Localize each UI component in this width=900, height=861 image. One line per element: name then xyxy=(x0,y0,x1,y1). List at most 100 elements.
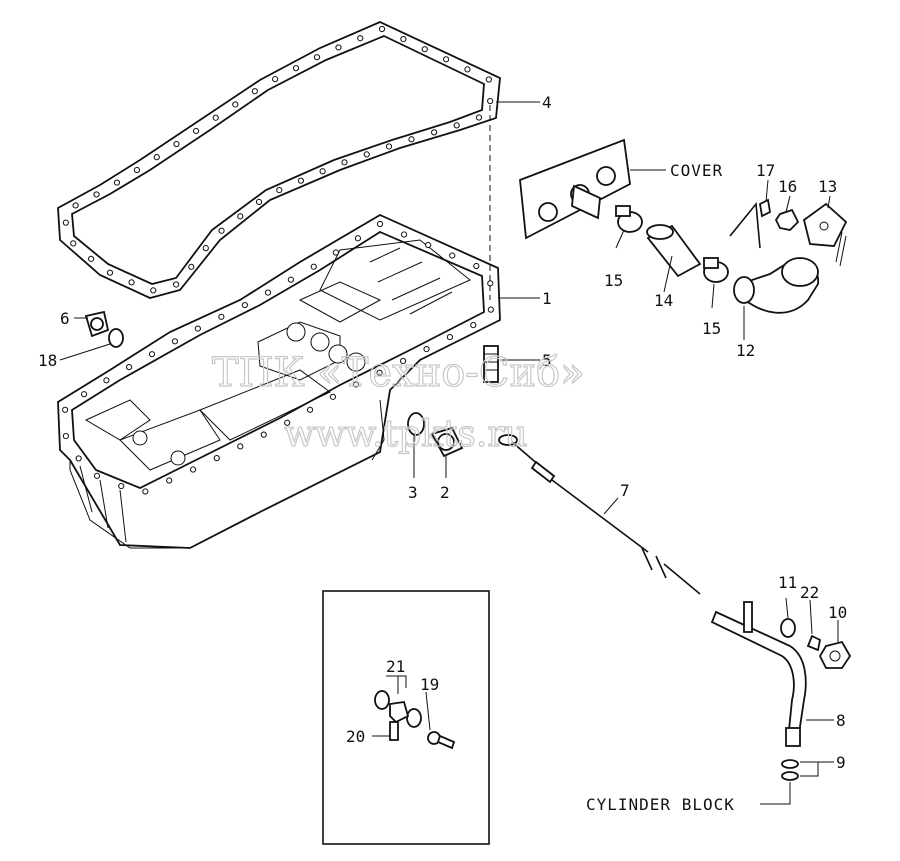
bolt-hole xyxy=(232,101,239,108)
label-4: 4 xyxy=(542,93,552,112)
bolt-hole xyxy=(310,263,317,270)
bolt-hole xyxy=(272,76,279,83)
bolt-hole xyxy=(408,136,415,143)
washer-11 xyxy=(780,618,796,638)
bolt-hole xyxy=(188,263,195,270)
bolt-hole xyxy=(113,179,121,186)
clip-17 xyxy=(759,198,771,218)
label-2: 2 xyxy=(440,483,450,502)
label-13: 13 xyxy=(818,177,837,196)
bolt-hole xyxy=(276,187,283,194)
bolt-hole xyxy=(103,377,110,384)
bolt-hole xyxy=(202,245,209,252)
label-14: 14 xyxy=(654,291,673,310)
label-20: 20 xyxy=(346,727,365,746)
drain-plug-6 xyxy=(84,310,110,338)
bolt-hole xyxy=(470,321,477,329)
bolt-hole xyxy=(487,97,494,105)
bolt-hole xyxy=(473,262,480,270)
hose-clamp-15b xyxy=(703,257,729,283)
bolt-hole xyxy=(319,168,326,175)
bolt-hole xyxy=(354,235,362,242)
bolt-hole xyxy=(264,289,272,296)
dipstick-guide-8 xyxy=(710,601,807,747)
bolt-hole xyxy=(260,431,267,438)
bolt-hole xyxy=(425,241,432,249)
bolt-hole xyxy=(218,227,225,234)
label-11: 11 xyxy=(778,573,797,592)
stud-5 xyxy=(483,345,499,383)
bolt-hole xyxy=(118,482,125,490)
bolt-hole xyxy=(142,488,149,495)
bolt-hole xyxy=(378,25,386,33)
bolt-hole xyxy=(385,143,393,150)
bolt-hole xyxy=(421,46,428,53)
bolt-hole xyxy=(400,36,407,43)
bolt-hole xyxy=(173,140,180,148)
bolt-hole xyxy=(153,154,160,161)
hose-clamp-15a xyxy=(615,205,643,233)
cover-label: COVER xyxy=(670,161,723,180)
label-16: 16 xyxy=(778,177,797,196)
bolt-hole xyxy=(173,281,180,288)
bolt-hole xyxy=(62,406,69,413)
label-22: 22 xyxy=(800,583,819,602)
bolt-hole xyxy=(213,455,220,462)
label-5: 5 xyxy=(542,351,552,370)
bolt-hole xyxy=(62,432,69,440)
nut-10 xyxy=(818,640,852,669)
bolt-hole xyxy=(341,159,348,166)
bolt-hole xyxy=(148,351,156,358)
washer-3 xyxy=(407,412,425,436)
bolt-hole xyxy=(297,177,305,184)
bolt-hole xyxy=(335,44,342,51)
bolt-hole xyxy=(423,345,430,353)
bolt-hole xyxy=(485,76,492,83)
bolt-hole xyxy=(87,255,95,262)
detail-inset xyxy=(322,590,490,845)
bolt-hole xyxy=(255,198,263,206)
bolt-hole xyxy=(399,357,407,365)
bolt-hole xyxy=(241,301,248,309)
o-rings-9 xyxy=(781,759,799,781)
bolt-hole xyxy=(442,56,450,63)
bolt-hole xyxy=(75,455,82,462)
cylinder-block-label: CYLINDER BLOCK xyxy=(586,795,735,814)
bolt-hole xyxy=(487,306,494,313)
drain-plug-2 xyxy=(430,426,464,458)
bolt-hole xyxy=(400,231,408,238)
bolt-hole xyxy=(475,114,483,121)
pipe-12 xyxy=(729,201,819,314)
bolt-hole xyxy=(446,333,454,341)
bolt-hole xyxy=(194,325,201,332)
bolt-hole xyxy=(431,129,438,136)
label-8: 8 xyxy=(836,711,846,730)
bolt-hole xyxy=(287,276,294,283)
bolt-hole xyxy=(453,122,460,129)
label-17: 17 xyxy=(756,161,775,180)
flange-13 xyxy=(802,202,848,267)
bolt-hole xyxy=(218,313,225,320)
label-1: 1 xyxy=(542,289,552,308)
bolt-hole xyxy=(284,419,291,426)
bolt-hole xyxy=(93,191,100,198)
bolt-hole xyxy=(166,477,173,484)
label-6: 6 xyxy=(60,309,70,328)
bolt-hole xyxy=(70,240,77,247)
part-number-labels: 4 1 5 6 18 3 2 7 8 9 10 11 22 12 13 14 1… xyxy=(38,93,847,772)
bolt-hole xyxy=(357,35,364,42)
label-18: 18 xyxy=(38,351,57,370)
bolt-hole xyxy=(313,54,321,61)
bolt-hole xyxy=(376,220,384,228)
bolt-hole xyxy=(329,393,337,400)
bolt-hole xyxy=(106,269,114,276)
bolt-hole xyxy=(150,287,157,294)
bolt-hole xyxy=(62,219,69,226)
clip-22 xyxy=(806,634,822,652)
bolt-hole xyxy=(292,65,300,72)
label-21: 21 xyxy=(386,657,405,676)
dipstick-7 xyxy=(498,434,701,595)
bolt-hole xyxy=(237,443,244,450)
bolt-hole xyxy=(171,338,179,345)
